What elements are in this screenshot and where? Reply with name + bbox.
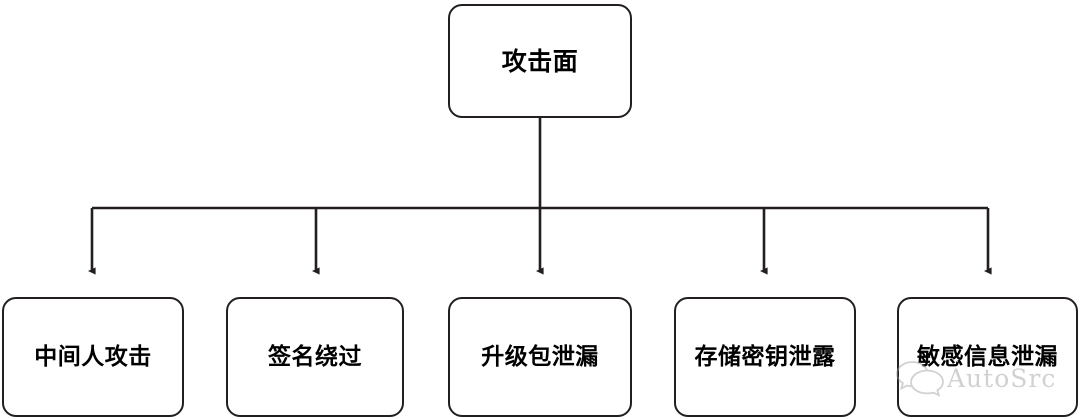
node-upgrade-package-leak[interactable]: 升级包泄漏 — [448, 297, 632, 417]
node-label: 中间人攻击 — [34, 343, 152, 370]
node-sensitive-information-leak[interactable]: 敏感信息泄漏 — [897, 297, 1078, 417]
node-label: 升级包泄漏 — [481, 343, 599, 370]
node-stored-key-leak[interactable]: 存储密钥泄露 — [674, 297, 856, 417]
node-attack-surface[interactable]: 攻击面 — [448, 4, 632, 118]
node-man-in-the-middle-attack[interactable]: 中间人攻击 — [2, 297, 184, 417]
node-label: 签名绕过 — [268, 343, 362, 370]
node-label: 攻击面 — [501, 46, 579, 76]
node-label: 敏感信息泄漏 — [917, 343, 1058, 370]
node-signature-bypass[interactable]: 签名绕过 — [226, 297, 404, 417]
node-label: 存储密钥泄露 — [694, 343, 836, 370]
